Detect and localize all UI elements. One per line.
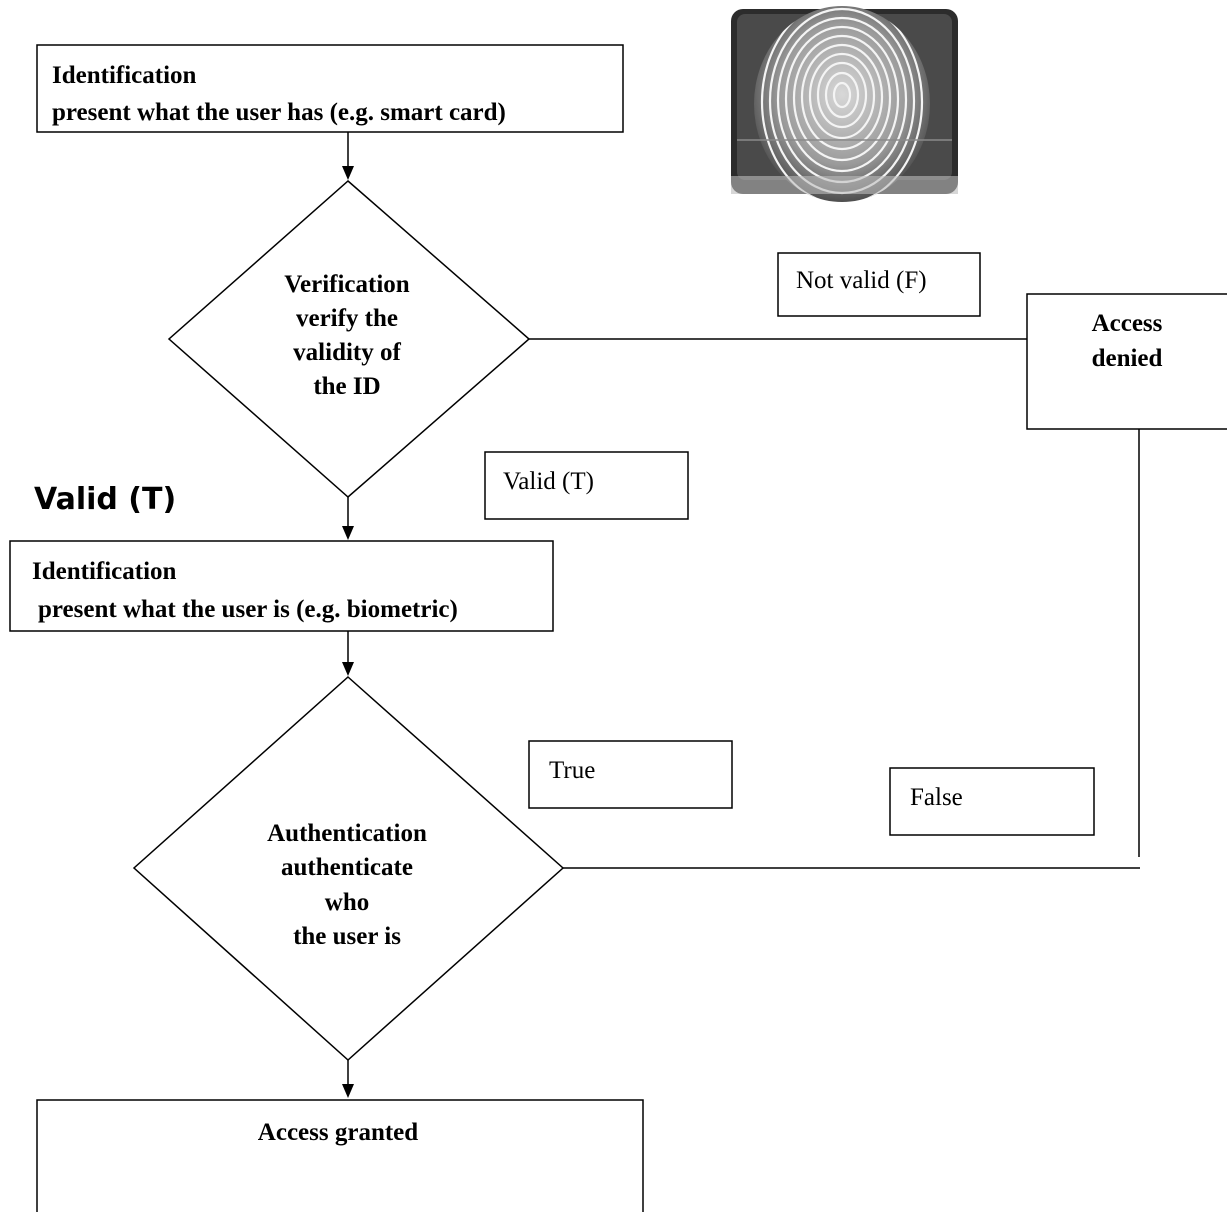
verification-line-3: validity of	[293, 339, 401, 366]
valid-label: Valid (T)	[503, 468, 594, 495]
arrow-to-authentication	[342, 631, 354, 676]
identification-biometric-box: Identification present what the user is …	[9, 540, 554, 632]
valid-side-label: Valid (T)	[34, 482, 176, 517]
true-label-box: True	[528, 740, 733, 809]
access-denied-box: Access denied	[1026, 293, 1227, 430]
identification-2-description: present what the user is (e.g. biometric…	[38, 596, 458, 623]
access-granted-box: Access granted	[36, 1099, 644, 1212]
not-valid-label: Not valid (F)	[796, 267, 927, 294]
access-denied-line-1: Access	[1092, 310, 1163, 337]
verification-title: Verification	[284, 271, 410, 298]
access-denied-line-2: denied	[1092, 345, 1163, 372]
authentication-diamond: Authentication authenticate who the user…	[132, 675, 565, 1062]
identification-smart-card-box: Identification present what the user has…	[36, 44, 624, 133]
true-label: True	[549, 757, 595, 784]
identification-description: present what the user has (e.g. smart ca…	[52, 99, 506, 126]
false-label-box: False	[889, 767, 1095, 836]
arrow-to-access-granted	[342, 1060, 354, 1098]
arrow-to-biometric	[342, 497, 354, 540]
not-valid-label-box: Not valid (F)	[777, 252, 981, 317]
connector-false	[563, 429, 1140, 869]
authentication-line-3: who	[325, 889, 369, 916]
valid-label-box: Valid (T)	[484, 451, 689, 520]
authentication-line-2: authenticate	[281, 854, 413, 881]
arrow-to-verification	[342, 132, 354, 180]
identification-2-title: Identification	[32, 558, 177, 585]
false-label: False	[910, 784, 963, 811]
access-granted-label: Access granted	[258, 1119, 418, 1146]
identification-title: Identification	[52, 62, 197, 89]
verification-line-4: the ID	[313, 373, 380, 400]
authentication-line-4: the user is	[293, 923, 401, 950]
fingerprint-icon	[731, 6, 958, 202]
authentication-title: Authentication	[267, 820, 427, 847]
verification-line-2: verify the	[296, 305, 398, 332]
verification-diamond: Verification verify the validity of the …	[167, 180, 531, 498]
